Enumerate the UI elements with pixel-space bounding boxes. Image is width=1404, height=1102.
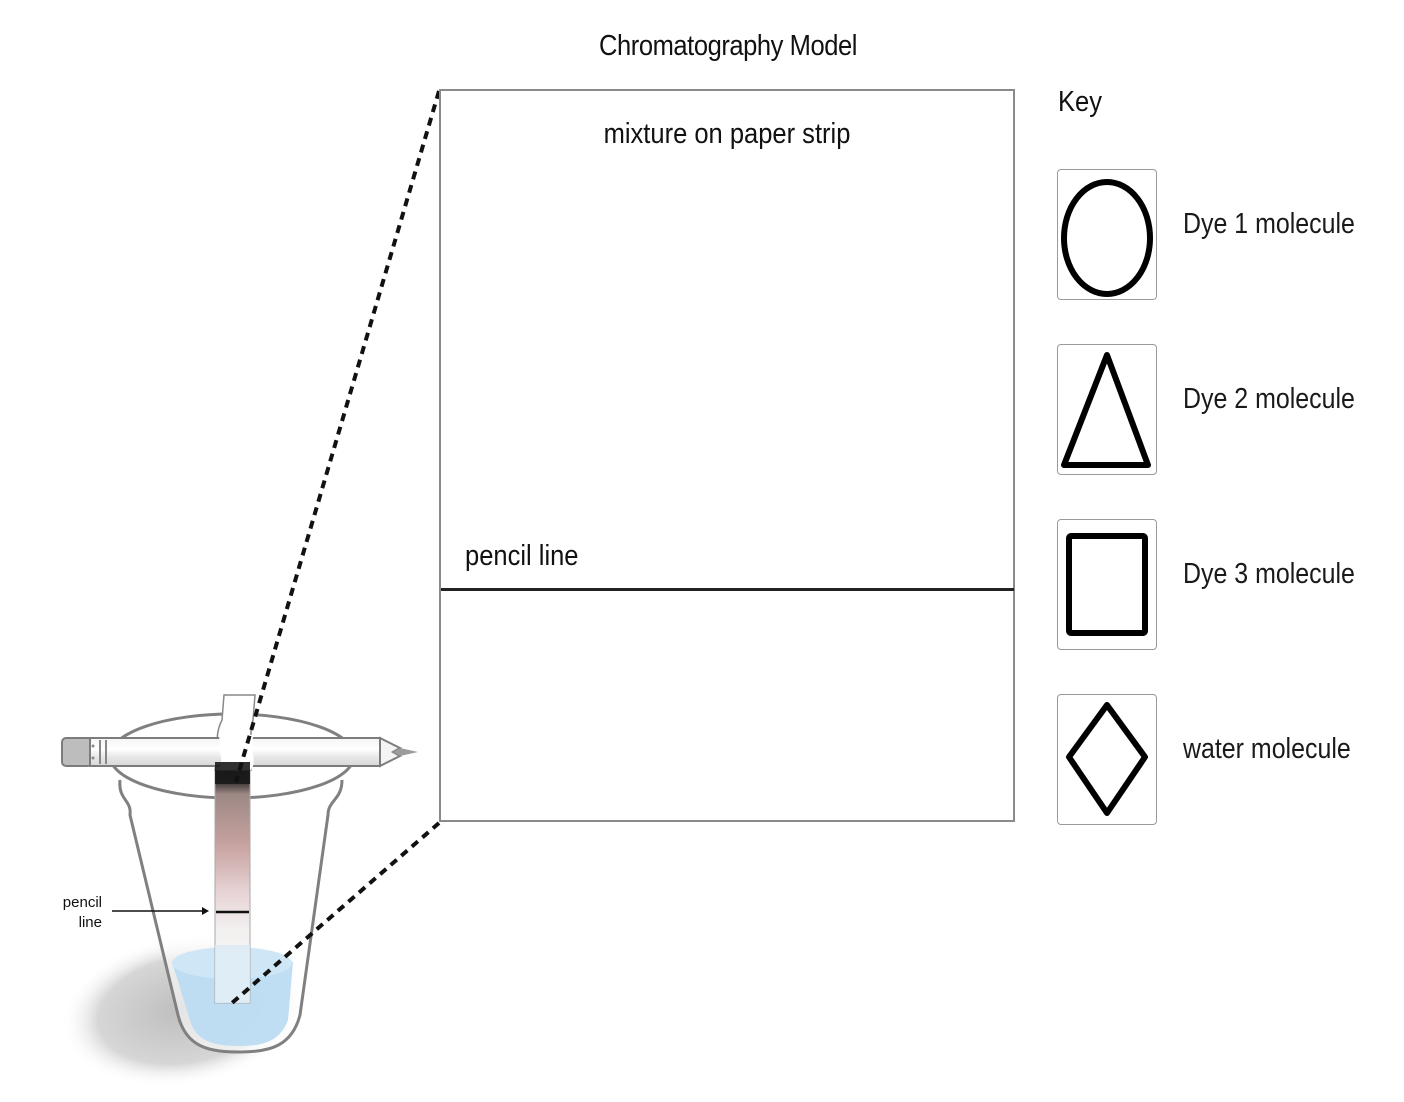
key-tile-water (1057, 694, 1157, 825)
key-label-dye-1: Dye 1 molecule (1183, 208, 1355, 240)
paper-strip-model-box (439, 89, 1015, 822)
key-tile-dye-2 (1057, 344, 1157, 475)
key-title: Key (1058, 86, 1102, 118)
diagram-title: Chromatography Model (599, 30, 857, 62)
pencil-line-label: pencil line (465, 540, 579, 572)
model-box-caption: mixture on paper strip (603, 118, 851, 150)
label-line-2: line (78, 914, 102, 931)
pencil-line (441, 588, 1014, 591)
key-label-water: water molecule (1183, 733, 1351, 765)
label-line-1: pencil (62, 894, 102, 911)
zoom-line-bottom (230, 821, 441, 1005)
zoom-line-top (234, 90, 441, 783)
key-label-dye-2: Dye 2 molecule (1183, 383, 1355, 415)
key-label-dye-3: Dye 3 molecule (1183, 558, 1355, 590)
triangle-icon (1061, 352, 1151, 468)
illustration-pencil-line-label: pencil line (50, 893, 102, 933)
oval-icon (1061, 179, 1153, 297)
key-tile-dye-3 (1057, 519, 1157, 650)
rectangle-icon (1066, 533, 1148, 636)
diamond-icon (1066, 702, 1148, 816)
key-tile-dye-1 (1057, 169, 1157, 300)
arrowhead-icon (202, 907, 209, 915)
